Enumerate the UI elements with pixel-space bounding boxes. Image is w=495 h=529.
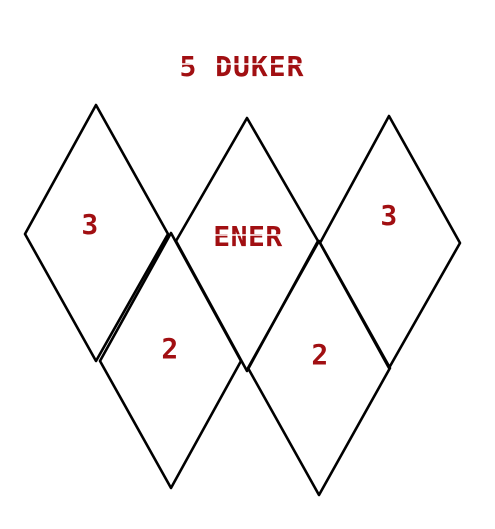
diamond-top-center: ENER	[174, 116, 320, 373]
diamond-bottom-right-outline	[246, 239, 392, 497]
diamond-bottom-right: 2	[246, 239, 392, 497]
diamond-top-center-label: ENER	[213, 220, 282, 253]
diamond-bottom-left-label: 2	[161, 332, 178, 365]
diamond-bottom-left: 2	[98, 231, 243, 490]
diagram-title: 5 DUKER	[179, 50, 304, 83]
diamond-bottom-right-label: 2	[311, 338, 328, 371]
diamond-top-right-outline	[318, 114, 462, 370]
diamond-top-center-outline	[174, 116, 320, 373]
diamond-top-left-label: 3	[81, 208, 98, 241]
stencil-cuts	[160, 63, 325, 236]
diamond-top-left-outline	[23, 103, 170, 363]
diamond-top-left: 3	[23, 103, 170, 363]
diamond-bottom-left-outline	[98, 231, 243, 490]
diamond-top-right: 3	[318, 114, 462, 370]
diamond-top-right-label: 3	[380, 199, 397, 232]
